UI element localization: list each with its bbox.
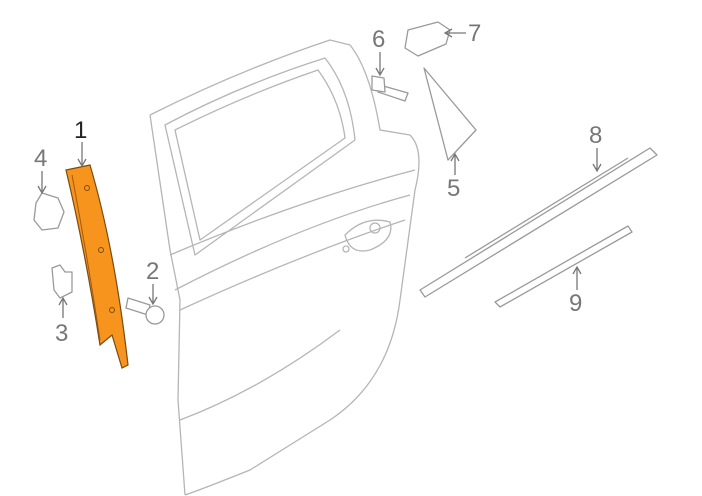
part-3-clip[interactable] [51,264,73,299]
arrow-9 [572,265,582,290]
part-7-bracket[interactable] [404,21,451,57]
callout-3: 3 [55,320,68,347]
callout-7: 7 [468,20,481,47]
part-4-clip[interactable] [33,192,65,231]
arrow-1 [77,142,87,168]
callout-1: 1 [74,117,87,144]
part-8-belt-molding[interactable] [419,147,658,298]
arrow-2 [148,284,158,306]
arrow-7 [443,28,466,38]
part-1-pillar-trim[interactable] [65,164,129,369]
callout-6: 6 [372,26,385,53]
part-9-weatherstrip[interactable] [494,225,633,308]
part-5-triangle-trim[interactable] [423,67,477,161]
part-2-screw[interactable] [125,297,165,325]
part-6-screw[interactable] [371,75,409,102]
arrow-6 [375,52,385,77]
arrow-5 [450,152,460,175]
arrow-3 [58,296,68,318]
arrow-4 [37,171,47,195]
callout-9: 9 [569,290,582,317]
callout-4: 4 [34,145,47,172]
callout-8: 8 [589,122,602,149]
callout-5: 5 [447,175,460,202]
callout-2: 2 [146,258,159,285]
rear-door-outline [149,39,420,496]
arrow-8 [592,148,602,173]
